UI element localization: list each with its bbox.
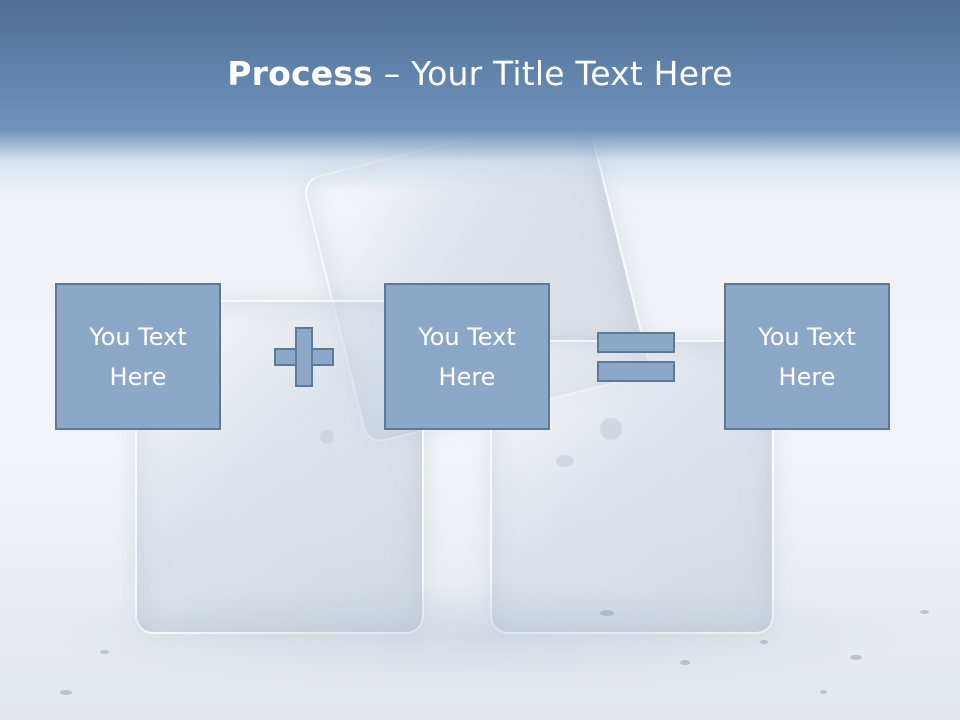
water-drop: [100, 650, 109, 654]
water-puddle-image: [40, 580, 920, 690]
process-box-3: You Text Here: [724, 283, 890, 430]
water-drop: [920, 610, 929, 614]
water-drop: [600, 610, 614, 616]
water-drop: [556, 455, 574, 467]
plus-icon: [274, 327, 334, 387]
plus-vertical-bar: [295, 327, 313, 387]
equals-top-bar: [597, 332, 675, 353]
process-box-2-label: You Text Here: [418, 322, 516, 391]
water-drop: [60, 690, 72, 695]
title-bold-text: Process: [227, 54, 374, 93]
water-drop: [600, 418, 622, 440]
water-drop: [320, 430, 334, 444]
water-drop: [850, 655, 862, 660]
process-box-1-label: You Text Here: [89, 322, 187, 391]
title-rest-text: – Your Title Text Here: [373, 54, 733, 93]
process-box-3-label: You Text Here: [758, 322, 856, 391]
water-drop: [760, 640, 768, 644]
process-box-2: You Text Here: [384, 283, 550, 430]
water-drop: [680, 660, 690, 665]
title-band: [0, 0, 960, 190]
equals-bottom-bar: [597, 361, 675, 382]
slide-title: Process – Your Title Text Here: [0, 54, 960, 93]
equals-icon: [597, 332, 675, 384]
water-drop: [820, 690, 827, 694]
process-box-1: You Text Here: [55, 283, 221, 430]
